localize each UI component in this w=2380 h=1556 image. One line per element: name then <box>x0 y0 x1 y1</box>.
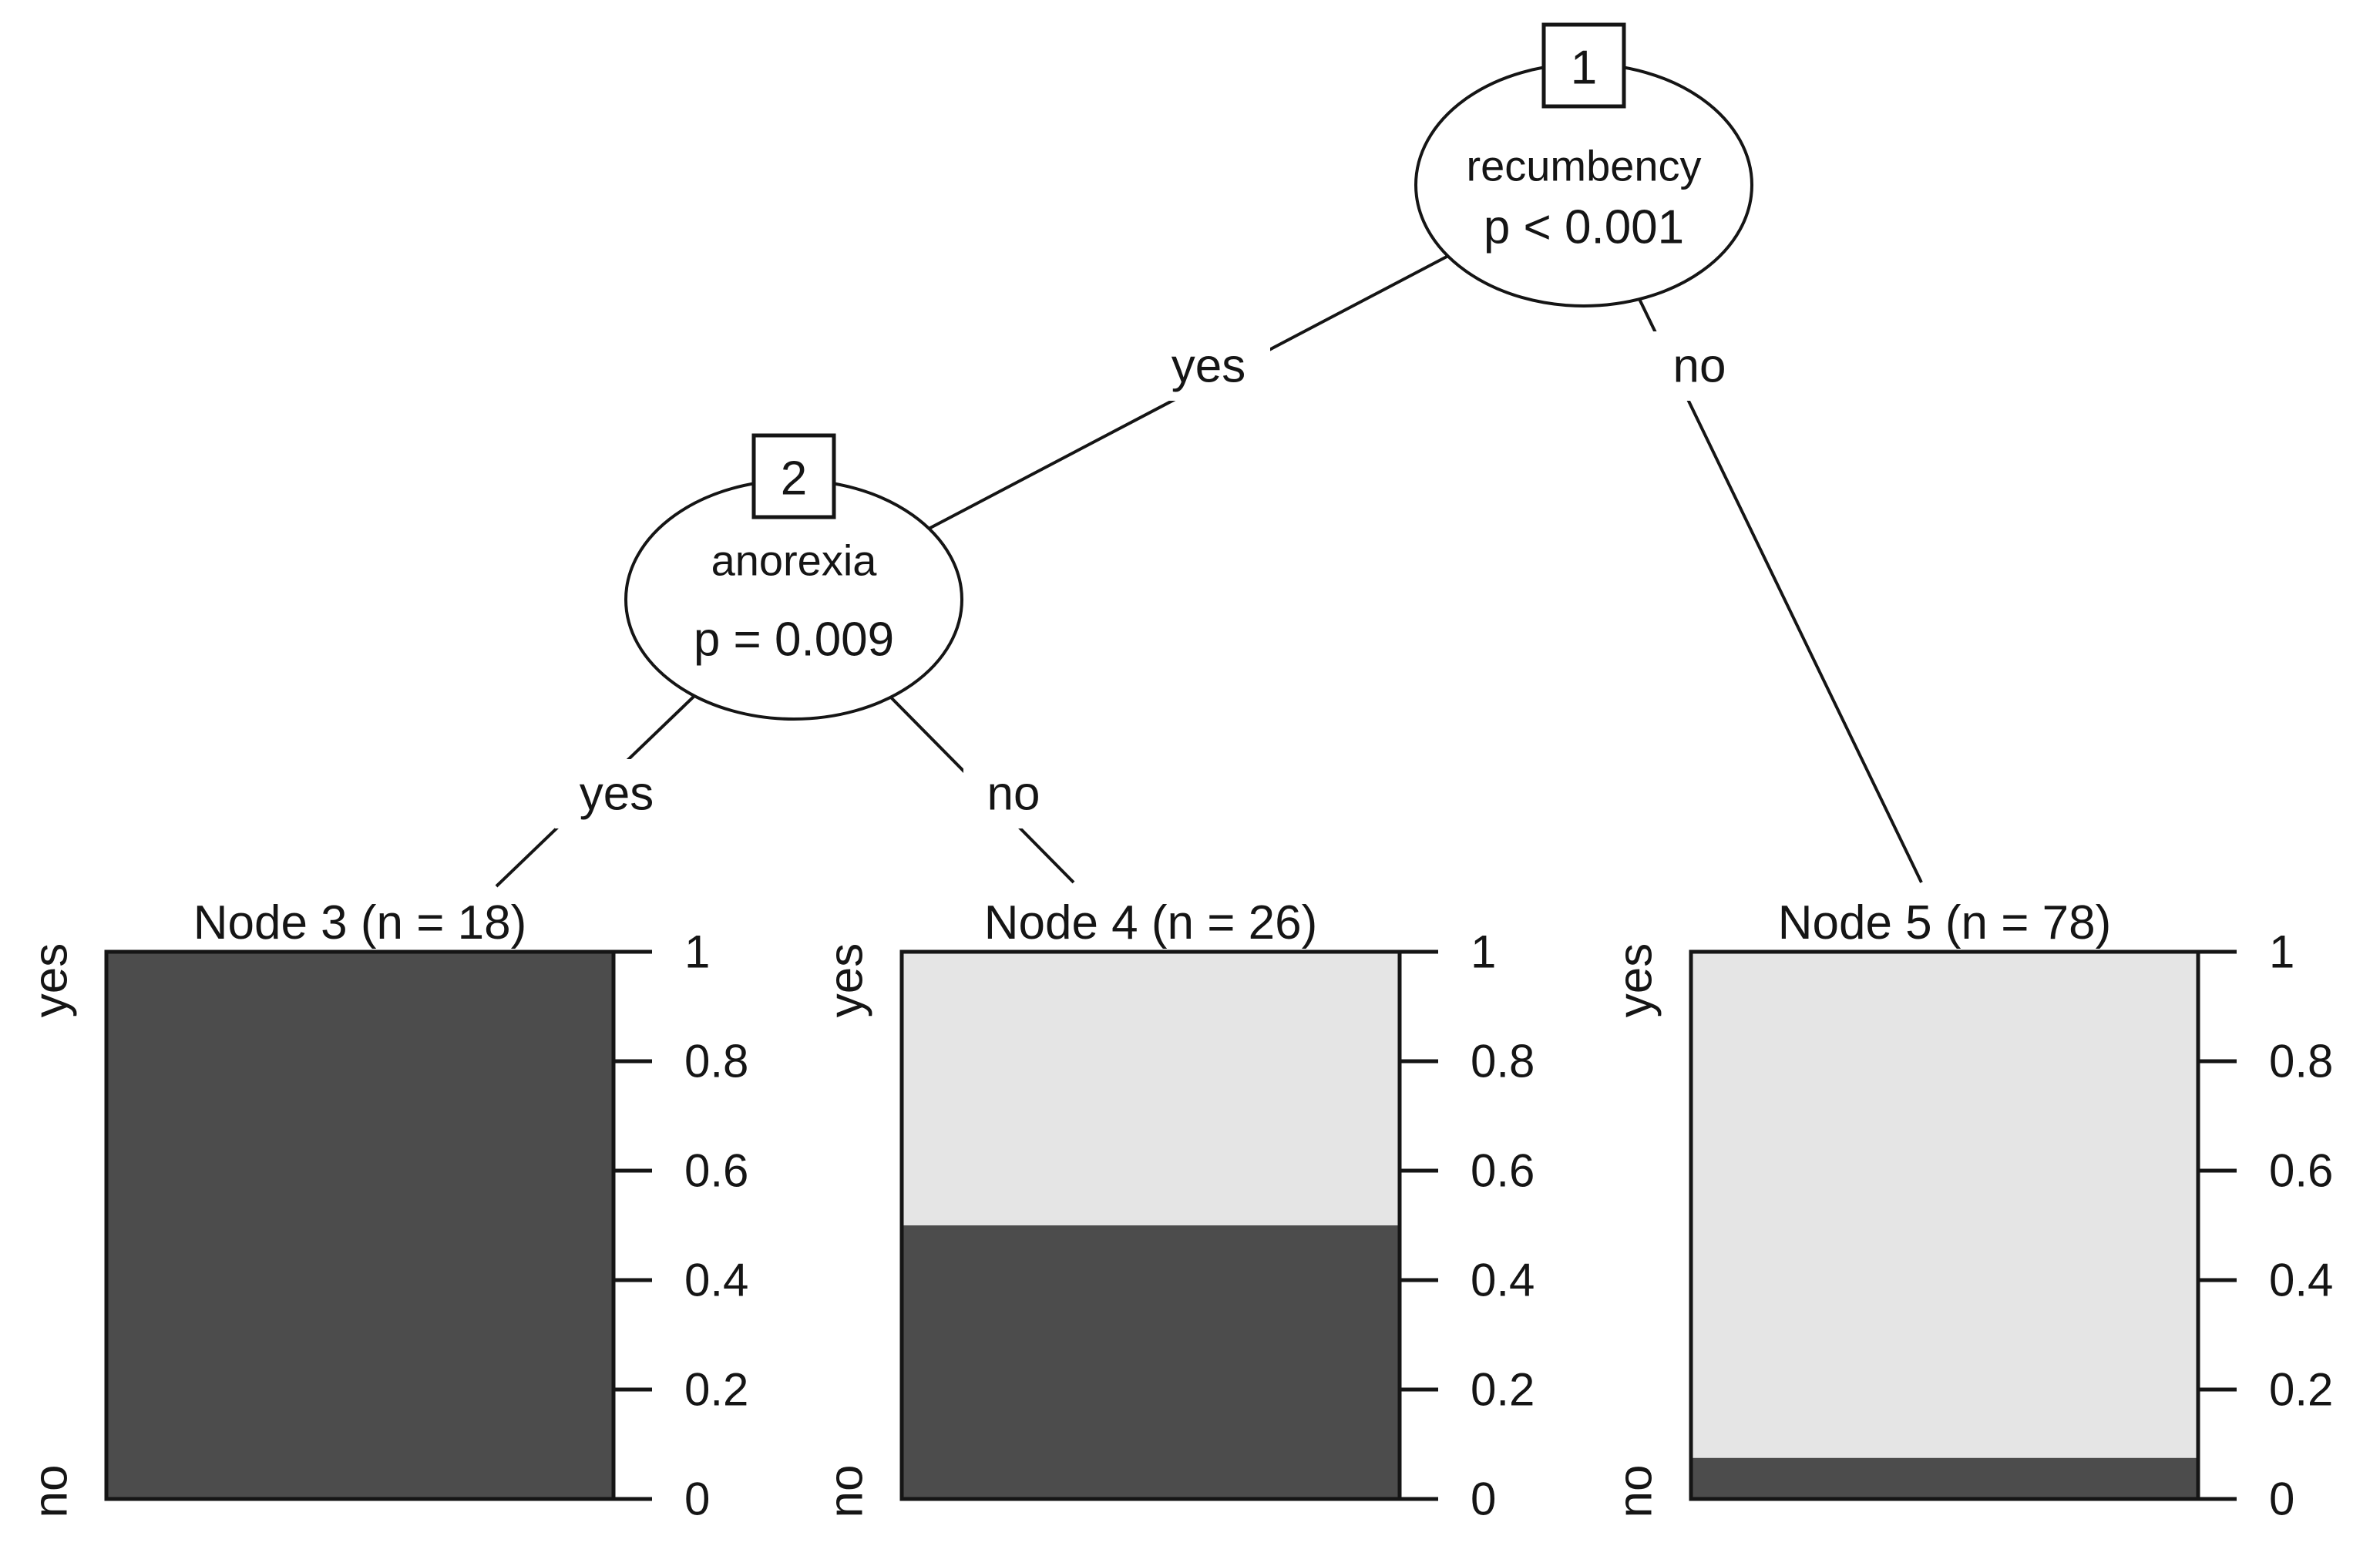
node2-p-value: p = 0.009 <box>694 613 894 667</box>
node2-id-box <box>751 433 836 519</box>
tick-label: 0.4 <box>2269 1255 2333 1306</box>
edge-label-node1-no: no <box>1649 331 1750 401</box>
tick-label: 0 <box>1471 1474 1496 1525</box>
tick-label: 0 <box>2269 1474 2294 1525</box>
tick-label: 0.8 <box>2269 1036 2333 1087</box>
node3-category-top-label: yes <box>25 943 78 1017</box>
node3-y-axis: 1 0.8 0.6 0.4 0.2 0 <box>613 926 748 1525</box>
node1-p-value: p < 0.001 <box>1484 201 1684 254</box>
tick-label: 0.8 <box>1471 1036 1535 1087</box>
edge-label-node2-yes: yes <box>555 759 678 828</box>
node2-variable: anorexia <box>711 536 878 585</box>
tick-label: 0.2 <box>1471 1364 1535 1416</box>
tick-label: 1 <box>1471 926 1496 978</box>
edge-label-text: no <box>987 768 1040 821</box>
terminal-panel-node5: Node 5 (n = 78) yes no 1 0.8 0.6 0.4 0.2… <box>1609 896 2334 1525</box>
node4-light-segment <box>902 952 1400 1225</box>
edge-label-halo <box>963 759 1064 828</box>
node4-category-top-label: yes <box>820 943 873 1017</box>
node5-category-top-label: yes <box>1609 943 1662 1017</box>
node4-title: Node 4 (n = 26) <box>984 896 1318 949</box>
node4-bar-border <box>899 949 1402 1501</box>
node4-dark-segment <box>902 1225 1400 1499</box>
tick-label: 0.2 <box>684 1364 748 1416</box>
node4-category-bottom-label: no <box>820 1465 873 1518</box>
tick-label: 0.4 <box>1471 1255 1535 1306</box>
terminal-panel-node4: Node 4 (n = 26) yes no 1 0.8 0.6 0.4 0.2… <box>820 896 1535 1525</box>
edge-label-halo <box>1147 331 1270 401</box>
edge-label-text: yes <box>580 768 654 821</box>
terminal-panel-node3: Node 3 (n = 18) yes no 1 0.8 0.6 0.4 0.2… <box>25 896 749 1525</box>
node5-title: Node 5 (n = 78) <box>1778 896 2112 949</box>
node1-id: 1 <box>1571 42 1597 95</box>
node3-category-bottom-label: no <box>25 1465 78 1518</box>
edge-label-node2-no: no <box>963 759 1064 828</box>
tick-label: 0 <box>684 1474 710 1525</box>
tree-edges: yes no yes no <box>495 254 1923 888</box>
inner-node-1: 1 recumbency p < 0.001 <box>1414 22 1753 308</box>
node5-dark-segment <box>1691 1457 2198 1499</box>
node3-bar-border <box>104 949 616 1501</box>
edge-label-node1-yes: yes <box>1147 331 1270 401</box>
node3-stacked-bar <box>104 949 616 1501</box>
tick-label: 0.2 <box>2269 1364 2333 1416</box>
node1-id-box <box>1541 22 1626 109</box>
tick-label: 0.4 <box>684 1255 748 1306</box>
node5-stacked-bar <box>1689 949 2200 1501</box>
node3-title: Node 3 (n = 18) <box>193 896 527 949</box>
tick-label: 1 <box>2269 926 2294 978</box>
node5-y-axis: 1 0.8 0.6 0.4 0.2 0 <box>2198 926 2333 1525</box>
tick-label: 0.6 <box>2269 1145 2333 1197</box>
node5-bar-border <box>1689 949 2200 1501</box>
tick-label: 0.8 <box>684 1036 748 1087</box>
node5-category-bottom-label: no <box>1609 1465 1662 1518</box>
tick-label: 1 <box>684 926 710 978</box>
edge-label-halo <box>1649 331 1750 401</box>
node4-stacked-bar <box>899 949 1402 1501</box>
tick-label: 0.6 <box>684 1145 748 1197</box>
node1-variable: recumbency <box>1466 142 1701 190</box>
inner-node-2: 2 anorexia p = 0.009 <box>624 433 963 721</box>
edge-label-text: yes <box>1172 340 1245 393</box>
node4-y-axis: 1 0.8 0.6 0.4 0.2 0 <box>1400 926 1535 1525</box>
tick-label: 0.6 <box>1471 1145 1535 1197</box>
edge-label-text: no <box>1673 340 1726 393</box>
node5-light-segment <box>1691 952 2198 1458</box>
node2-id: 2 <box>781 452 807 506</box>
edge-label-halo <box>555 759 678 828</box>
node3-dark-segment <box>106 952 613 1499</box>
